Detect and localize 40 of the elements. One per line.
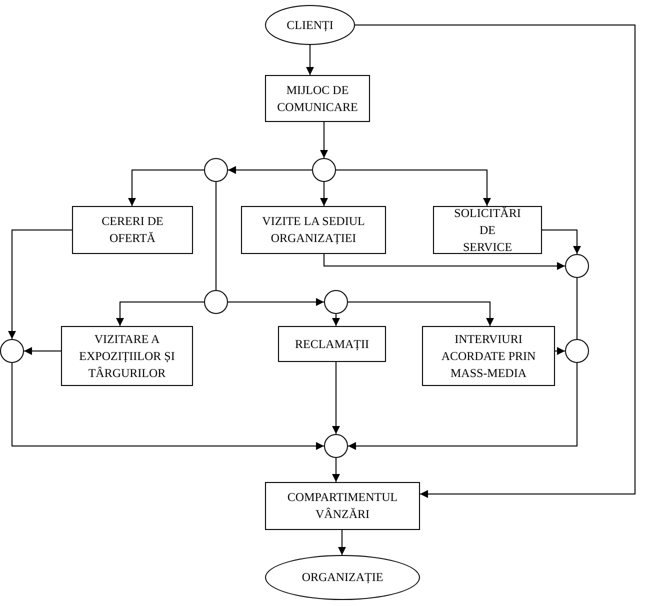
arrow [554, 347, 566, 355]
arrow [332, 314, 340, 326]
arrow [128, 170, 204, 206]
junction-circle [565, 254, 589, 278]
arrow [348, 302, 494, 326]
arrow [348, 362, 578, 450]
junction-circle [0, 339, 24, 363]
junction-circle [204, 290, 228, 314]
connector-line [576, 278, 578, 340]
process-box: COMPARTIMENTUL VÂNZĂRI [265, 482, 420, 530]
arrow [24, 347, 62, 355]
junction-circle [204, 158, 228, 182]
arrow [320, 182, 328, 206]
terminal-ellipse: CLIENȚI [265, 5, 355, 45]
arrow [320, 122, 328, 158]
process-box: INTERVIURI ACORDATE PRIN MASS-MEDIA [422, 326, 555, 386]
arrow [306, 44, 314, 76]
arrow [338, 530, 346, 556]
process-box: RECLAMAȚII [278, 326, 386, 362]
arrow [12, 362, 324, 450]
arrow [332, 362, 340, 434]
junction-circle [324, 290, 348, 314]
arrow [354, 24, 636, 498]
arrow [228, 166, 312, 174]
junction-circle [312, 158, 336, 182]
terminal-ellipse: ORGANIZAȚIE [265, 555, 420, 600]
process-box: MIJLOC DE COMUNICARE [265, 75, 370, 122]
process-box: VIZITARE A EXPOZIȚIILOR ȘI TÂRGURILOR [61, 326, 193, 386]
arrow [116, 302, 204, 326]
process-box: CERERI DE OFERTĂ [72, 206, 193, 254]
arrow [336, 170, 491, 206]
process-box: VIZITE LA SEDIUL ORGANIZAȚIEI [241, 206, 386, 254]
junction-circle [324, 434, 348, 458]
arrow [228, 298, 324, 306]
junction-circle [565, 339, 589, 363]
arrow [542, 230, 581, 254]
arrow [332, 458, 340, 482]
arrow [324, 254, 566, 270]
process-box: SOLICITĂRI DE SERVICE [433, 206, 542, 254]
arrow [8, 230, 72, 340]
